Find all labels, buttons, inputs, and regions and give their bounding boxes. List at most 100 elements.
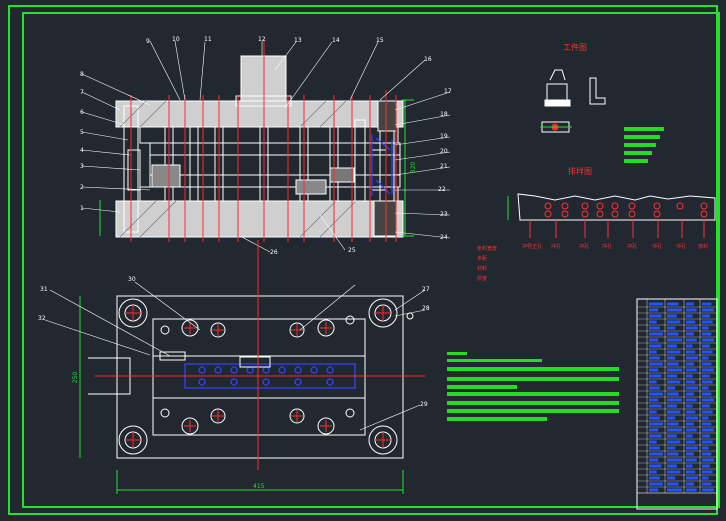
parts-table-cell: [702, 314, 710, 318]
parts-table-cell: [667, 338, 682, 342]
part-label-12: 12: [258, 36, 266, 43]
part-label-16: 16: [424, 56, 432, 63]
centerlines-plan: [95, 240, 425, 470]
parts-table-cell: [667, 356, 676, 360]
part-label-22: 22: [438, 186, 446, 193]
parts-table-cell: [667, 368, 682, 372]
part-label-4: 4: [80, 147, 84, 154]
station-label-7: 冲孔: [676, 244, 687, 250]
parts-table-cell: [667, 452, 679, 456]
parts-table-cell: [686, 386, 698, 390]
parts-table-cell: [702, 440, 713, 444]
section-view: [99, 55, 414, 238]
drawing-border-inner: [22, 12, 720, 508]
parts-table-cell: [686, 326, 698, 330]
parts-table-cell: [686, 458, 697, 462]
parts-table-cell: [667, 482, 679, 486]
station-label-8: 落料: [698, 244, 709, 250]
parts-table-cell: [686, 332, 694, 336]
parts-table-cell: [702, 308, 714, 312]
part-label-26: 26: [270, 249, 278, 256]
parts-table-cell: [702, 434, 710, 438]
part-label-17: 17: [444, 88, 452, 95]
parts-table-cell: [649, 332, 663, 336]
dimension-plan-width: 415: [253, 483, 265, 490]
parts-table-cell: [649, 380, 657, 384]
parts-table-cell: [667, 476, 676, 480]
parts-table-cell: [649, 374, 662, 378]
leaders-section: [81, 40, 451, 253]
part-label-5: 5: [80, 129, 84, 136]
parts-table-cell: [702, 362, 712, 366]
parts-table-cell: [667, 410, 681, 414]
parts-table-cell: [649, 302, 663, 306]
parts-table: [636, 298, 718, 510]
parts-table-cell: [686, 356, 698, 360]
drawing-border-outer: [8, 5, 718, 515]
parts-table-cell: [649, 428, 659, 432]
parts-table-cell: [686, 404, 693, 408]
strip-holes: [529, 202, 708, 238]
station-label-3: 冲孔: [579, 244, 590, 250]
parts-table-cell: [686, 440, 696, 444]
parts-table-cell: [686, 368, 697, 372]
parts-table-cell: [686, 410, 696, 414]
station-label-6: 冲孔: [652, 244, 663, 250]
part-label-6: 6: [80, 109, 84, 116]
parts-table-cell: [649, 440, 657, 444]
parts-table-cell: [649, 410, 657, 414]
parts-table-cell: [667, 386, 676, 390]
parts-table-cell: [667, 488, 682, 492]
parts-table-cell: [702, 422, 712, 426]
parts-table-cell: [702, 428, 714, 432]
parts-table-cell: [649, 470, 657, 474]
parts-table-cell: [686, 392, 694, 396]
parts-table-cell: [667, 320, 681, 324]
part-label-30: 30: [128, 276, 136, 283]
parts-table-cell: [686, 338, 697, 342]
parts-table-cell: [667, 380, 681, 384]
parts-table-cell: [667, 464, 677, 468]
part-label-28: 28: [422, 305, 430, 312]
parts-table-cell: [686, 452, 694, 456]
strip-note-4: 厚度: [477, 276, 488, 282]
part-label-7: 7: [80, 89, 84, 96]
part-label-32: 32: [38, 315, 46, 322]
parts-table-cell: [649, 392, 663, 396]
parts-table-cell: [686, 482, 694, 486]
part-label-13: 13: [294, 37, 302, 44]
tech-notes-top: [624, 127, 664, 163]
parts-table-cell: [649, 488, 659, 492]
strip-note-1: 条料宽度: [477, 246, 498, 252]
parts-table-cell: [702, 398, 714, 402]
plan-view: [79, 295, 414, 494]
part-label-29: 29: [420, 401, 428, 408]
parts-table-cell: [702, 404, 710, 408]
parts-table-cell: [649, 416, 660, 420]
parts-table-cell: [667, 434, 677, 438]
part-label-2: 2: [80, 184, 84, 191]
part-label-27: 27: [422, 286, 430, 293]
parts-table-cell: [667, 440, 681, 444]
station-label-2: 冲孔: [551, 244, 562, 250]
parts-table-cell: [702, 326, 709, 330]
parts-table-cell: [686, 350, 696, 354]
parts-table-cell: [702, 338, 714, 342]
parts-table-cell: [667, 314, 677, 318]
workpiece-view: [540, 69, 606, 133]
parts-table-cell: [702, 464, 710, 468]
parts-table-cell: [667, 416, 676, 420]
part-label-9: 9: [146, 38, 150, 45]
part-label-23: 23: [440, 211, 448, 218]
centerlines-section: [130, 40, 397, 242]
parts-table-cell: [686, 302, 694, 306]
parts-table-cell: [702, 416, 709, 420]
parts-table-cell: [649, 434, 662, 438]
station-label-4: 冲孔: [602, 244, 613, 250]
parts-table-cell: [649, 446, 660, 450]
parts-table-cell: [702, 302, 712, 306]
dimension-height: 320: [410, 161, 418, 174]
parts-table-cell: [667, 308, 682, 312]
station-label-5: 冲孔: [627, 244, 638, 250]
